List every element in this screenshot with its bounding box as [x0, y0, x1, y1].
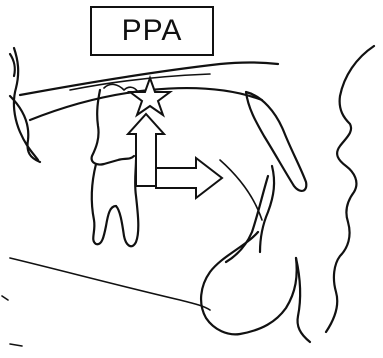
- ppa-label: PPA: [90, 6, 214, 56]
- right-arrow: [156, 158, 222, 198]
- tongue-contour: [220, 160, 262, 220]
- left-stub: [2, 296, 8, 300]
- mandibular-base-line: [10, 258, 210, 310]
- molar-root-left: [92, 164, 116, 244]
- facial-profile: [326, 46, 374, 332]
- mandible-contour: [201, 232, 297, 334]
- molar-root-right: [116, 160, 138, 246]
- soft-palate-outer: [246, 92, 306, 191]
- skull-edge-upper: [10, 54, 15, 76]
- molar-cusp: [104, 84, 138, 92]
- molar-crown: [92, 90, 134, 165]
- star-icon: [130, 78, 170, 115]
- symphysis-inner: [296, 258, 310, 342]
- bottom-stub: [10, 344, 22, 346]
